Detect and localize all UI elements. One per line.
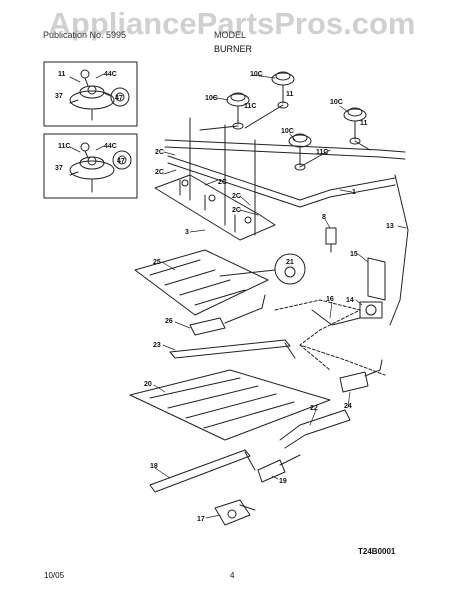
page-number: 4	[230, 571, 235, 580]
label-11c: 11C	[58, 143, 70, 150]
label-18: 18	[150, 463, 158, 470]
part-26-igniter	[189, 294, 266, 336]
footer-date: 10/05	[44, 571, 65, 580]
part-8	[325, 227, 337, 253]
label-8: 8	[322, 214, 326, 221]
burner-head-rear-left	[226, 92, 250, 130]
gas-line-13	[389, 174, 409, 326]
burner-head-front-center	[288, 133, 312, 171]
part-18-broil-burner	[149, 449, 256, 493]
publication-label: Publication No. 5995	[43, 30, 127, 40]
label-16: 16	[326, 296, 334, 303]
label-37: 37	[55, 93, 63, 100]
model-label: MODEL	[214, 30, 247, 40]
inset-burner-11c	[43, 133, 138, 199]
leader-lines	[69, 73, 407, 519]
label-11-b: 11	[360, 120, 368, 127]
label-1: 1	[352, 189, 356, 196]
valve-bracket	[154, 174, 276, 241]
label-44c-b: 44C	[104, 143, 117, 150]
label-23: 23	[153, 342, 161, 349]
label-10c-d: 10C	[281, 128, 294, 135]
label-21: 21	[286, 259, 294, 266]
label-3: 3	[185, 229, 189, 236]
label-47: 47	[115, 95, 123, 102]
part-15-bracket	[367, 257, 386, 301]
part-19-igniter	[257, 454, 301, 483]
label-2c-c: 2C	[218, 179, 227, 186]
label-13: 13	[386, 223, 394, 230]
part-21-detail	[219, 253, 306, 285]
dashed-guides	[274, 299, 386, 376]
label-20: 20	[144, 381, 152, 388]
part-25-shield	[134, 249, 269, 316]
manifold-assembly	[164, 104, 406, 236]
gas-tube-22	[279, 409, 351, 449]
label-11c-a: 11C	[244, 103, 256, 110]
part-14-regulator	[359, 301, 383, 319]
label-10c-c: 10C	[330, 99, 343, 106]
part-20-bottom-shield	[129, 369, 331, 441]
label-11: 11	[58, 71, 66, 78]
section-title: BURNER	[214, 44, 253, 54]
label-37-b: 37	[55, 165, 63, 172]
label-15: 15	[350, 251, 358, 258]
burner-head-right	[343, 107, 367, 145]
label-47-b: 47	[117, 158, 125, 165]
inset-burner-11	[43, 61, 138, 127]
label-11c-b: 11C	[316, 149, 328, 156]
label-2c-a: 2C	[155, 149, 164, 156]
part-labels: 11 44C 37 47 11C 44C 37 47 10C 11 10C 11…	[55, 71, 394, 523]
label-44c: 44C	[104, 71, 117, 78]
label-17: 17	[197, 516, 205, 523]
label-14: 14	[346, 297, 354, 304]
label-2c-b: 2C	[155, 169, 164, 176]
watermark: AppliancePartsPros.com	[48, 6, 416, 41]
label-2c-d: 2C	[232, 193, 241, 200]
label-19: 19	[279, 478, 287, 485]
label-26: 26	[165, 318, 173, 325]
label-11-a: 11	[286, 91, 294, 98]
label-10c-b: 10C	[205, 95, 218, 102]
part-23-bake-burner	[169, 339, 296, 359]
label-25: 25	[153, 259, 161, 266]
gas-line-16	[311, 309, 361, 326]
label-10c-a: 10C	[250, 71, 263, 78]
part-24-valve	[339, 359, 383, 393]
label-22: 22	[310, 405, 318, 412]
part-17-safety-valve	[214, 499, 256, 526]
label-24: 24	[344, 403, 352, 410]
diagram-code: T24B0001	[358, 547, 396, 556]
label-2c-e: 2C	[232, 207, 241, 214]
burner-head-rear-center	[271, 71, 295, 109]
